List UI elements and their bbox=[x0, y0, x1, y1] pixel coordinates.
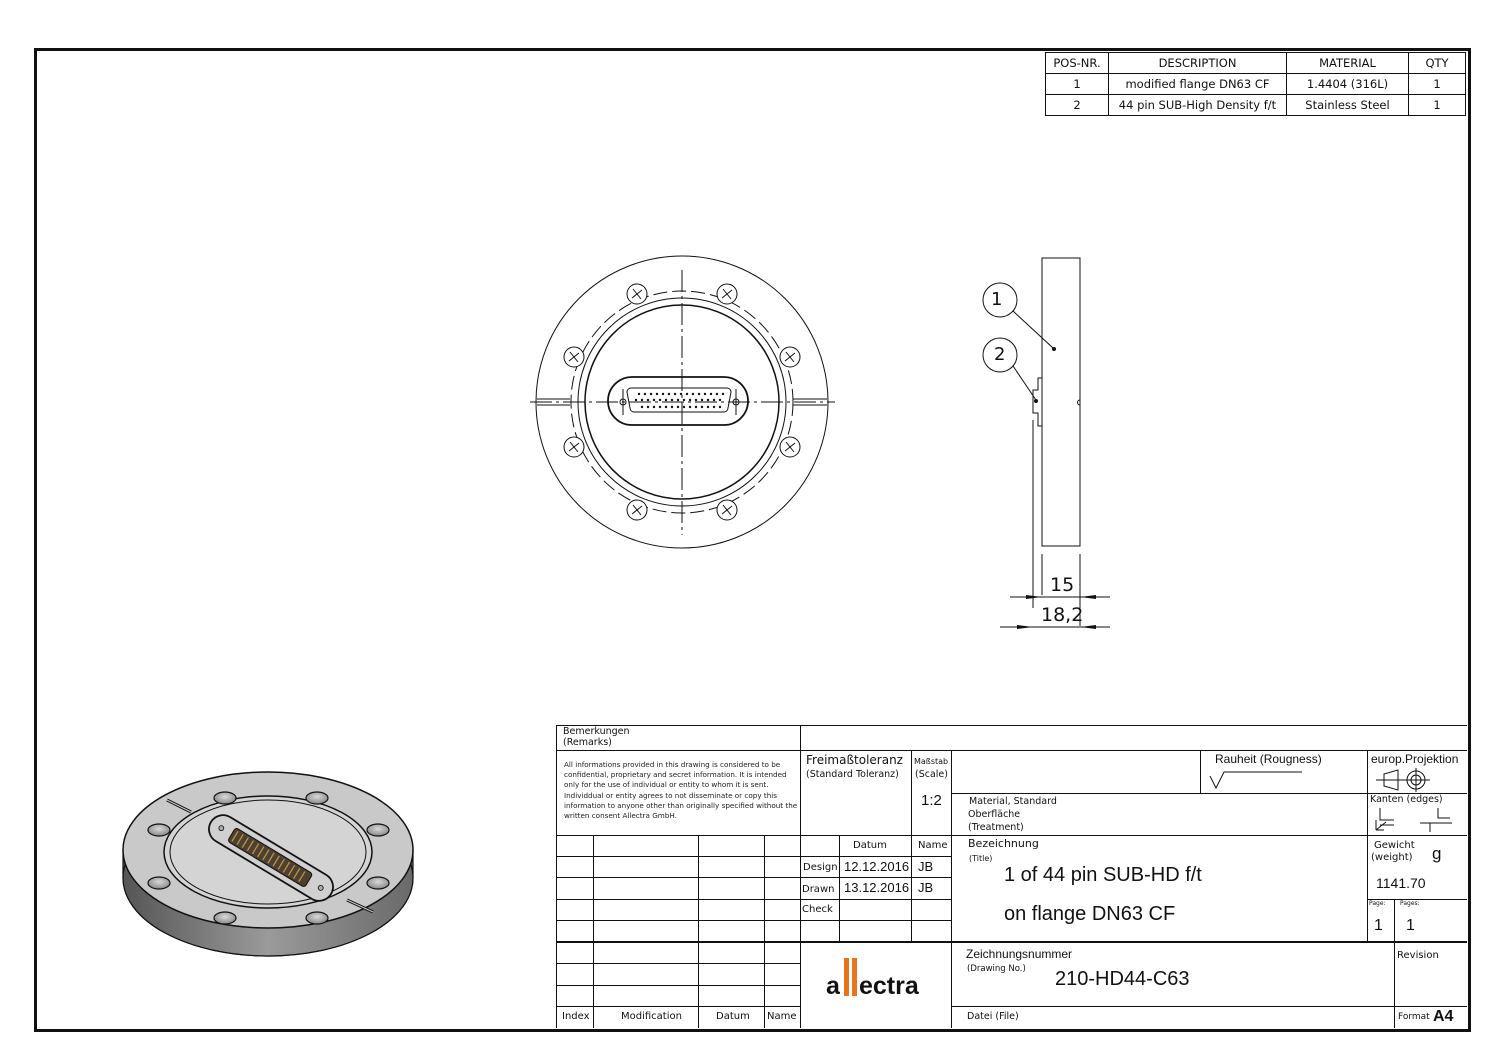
format-value: A4 bbox=[1433, 1008, 1454, 1025]
page-label: Page: bbox=[1369, 900, 1386, 907]
treatment-label: (Treatment) bbox=[968, 822, 1024, 833]
pages-value: 1 bbox=[1406, 917, 1415, 934]
bom-header-material: MATERIAL bbox=[1286, 52, 1409, 74]
approval-name: JB bbox=[918, 880, 934, 895]
balloon-2-label: 2 bbox=[994, 344, 1006, 365]
approval-role: Check bbox=[802, 904, 833, 915]
approval-role: Design bbox=[803, 862, 838, 873]
page-value: 1 bbox=[1374, 917, 1383, 934]
edges-label: Kanten (edges) bbox=[1370, 794, 1443, 805]
logo-bar bbox=[852, 958, 857, 996]
file-label: Datei (File) bbox=[967, 1011, 1019, 1022]
bom-header-row: POS-NR. DESCRIPTION MATERIAL QTY bbox=[1045, 52, 1466, 74]
drawing-title-line-1: 1 of 44 pin SUB-HD f/t bbox=[1004, 864, 1202, 886]
dimension-18-2: 18,2 bbox=[1041, 604, 1084, 626]
bom-row: 1 modified flange DN63 CF 1.4404 (316L) … bbox=[1045, 73, 1466, 95]
front-view bbox=[530, 255, 835, 549]
weight-value: 1141.70 bbox=[1376, 875, 1426, 891]
logo-bar bbox=[844, 958, 849, 996]
bom-description: modified flange DN63 CF bbox=[1108, 73, 1287, 95]
drawing-no-label: Zeichnungsnummer bbox=[966, 947, 1073, 961]
designation-label-en: (Title) bbox=[969, 854, 993, 863]
designation-label: Bezeichnung bbox=[968, 837, 1039, 850]
drawing-frame bbox=[34, 48, 1471, 1032]
roughness-label: Rauheit (Rougness) bbox=[1215, 752, 1322, 766]
bom-pos: 2 bbox=[1045, 94, 1109, 116]
tolerance-label-en: (Standard Toleranz) bbox=[806, 769, 899, 780]
remarks-label: Bemerkungen (Remarks) bbox=[563, 726, 630, 748]
format-label: Format bbox=[1398, 1012, 1430, 1022]
bom-material: Stainless Steel bbox=[1286, 94, 1409, 116]
rev-header-name: Name bbox=[767, 1011, 797, 1022]
scale-label-en: (Scale) bbox=[915, 769, 948, 780]
drawing-number: 210-HD44-C63 bbox=[1055, 968, 1190, 990]
dimension-15: 15 bbox=[1050, 574, 1075, 596]
bom-qty: 1 bbox=[1408, 94, 1466, 116]
rev-header-datum: Datum bbox=[716, 1011, 750, 1022]
bom-qty: 1 bbox=[1408, 73, 1466, 95]
balloon-1-label: 1 bbox=[991, 289, 1003, 310]
first-angle-projection-icon bbox=[1376, 768, 1430, 792]
revision-label: Revision bbox=[1397, 950, 1439, 961]
approval-name: JB bbox=[918, 859, 934, 874]
approvals-datum-header: Datum bbox=[853, 840, 887, 851]
flange-profile bbox=[1041, 257, 1081, 547]
approval-role: Drawn bbox=[802, 884, 835, 895]
confidentiality-notice: All informations provided in this drawin… bbox=[564, 760, 798, 821]
bom-header-pos: POS-NR. bbox=[1045, 52, 1109, 74]
scale-label: Maßstab bbox=[914, 757, 949, 766]
surface-label: Oberfläche bbox=[968, 809, 1021, 820]
material-label: Material, Standard bbox=[969, 796, 1057, 807]
weight-label-en: (weight) bbox=[1371, 852, 1413, 863]
bom-header-qty: QTY bbox=[1408, 52, 1466, 74]
drawing-title-line-2: on flange DN63 CF bbox=[1004, 903, 1176, 925]
bom-row: 2 44 pin SUB-High Density f/t Stainless … bbox=[1045, 94, 1466, 116]
edge-symbols-icon bbox=[1375, 808, 1452, 832]
bom-material: 1.4404 (316L) bbox=[1286, 73, 1409, 95]
pages-label: Pages: bbox=[1400, 900, 1420, 907]
rev-header-modification: Modification bbox=[621, 1011, 682, 1022]
bill-of-materials: POS-NR. DESCRIPTION MATERIAL QTY 1 modif… bbox=[1045, 52, 1466, 116]
projection-label: europ.Projektion bbox=[1371, 752, 1459, 766]
bom-description: 44 pin SUB-High Density f/t bbox=[1108, 94, 1287, 116]
approvals-name-header: Name bbox=[918, 840, 948, 851]
weight-unit: g bbox=[1432, 844, 1442, 863]
bolt-holes bbox=[563, 283, 801, 521]
bom-header-description: DESCRIPTION bbox=[1108, 52, 1287, 74]
tolerance-label: Freimaßtoleranz bbox=[806, 753, 903, 767]
drawing-no-label-en: (Drawing No.) bbox=[967, 964, 1026, 974]
side-view bbox=[982, 257, 1110, 629]
bom-pos: 1 bbox=[1045, 73, 1109, 95]
scale-value: 1:2 bbox=[921, 792, 942, 809]
roughness-symbol-icon bbox=[1209, 771, 1302, 790]
rev-header-index: Index bbox=[562, 1011, 590, 1022]
approval-date: 12.12.2016 bbox=[844, 859, 910, 874]
isometric-view bbox=[122, 771, 414, 957]
connector-pins bbox=[634, 392, 725, 409]
weight-label: Gewicht bbox=[1374, 840, 1415, 851]
approval-date: 13.12.2016 bbox=[844, 880, 910, 895]
